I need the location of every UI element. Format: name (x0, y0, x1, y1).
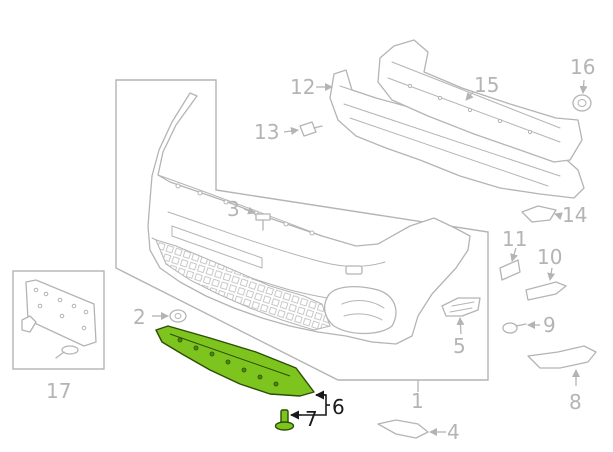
bumper-upper-crease (157, 174, 323, 237)
molding-part-4[interactable] (377, 419, 429, 439)
callout-3[interactable]: 3 (227, 197, 240, 221)
callout-7[interactable]: 7 (305, 407, 318, 431)
callout-8[interactable]: 8 (569, 390, 582, 414)
deflector-panel (155, 325, 315, 397)
tow-eye-cover (345, 265, 363, 275)
seal-part-11[interactable] (499, 259, 521, 281)
callout-5[interactable]: 5 (453, 334, 466, 358)
license-bracket-frame (12, 270, 105, 370)
energy-absorber[interactable] (329, 69, 585, 199)
screw-part-9[interactable] (502, 322, 527, 334)
deflector-holes (177, 337, 279, 387)
fog-lamp-inner (341, 300, 385, 321)
license-plate-recess (171, 225, 263, 269)
license-bracket-group[interactable] (12, 270, 105, 370)
beam-holes (407, 83, 533, 135)
callout-17[interactable]: 17 (46, 379, 71, 403)
callout-12[interactable]: 12 (290, 75, 315, 99)
lower-grille (155, 239, 331, 331)
bracket-part-14[interactable] (521, 205, 557, 223)
fog-lamp-opening (323, 285, 397, 335)
callout-13[interactable]: 13 (254, 120, 279, 144)
callout-16[interactable]: 16 (570, 55, 595, 79)
callout-1[interactable]: 1 (411, 389, 424, 413)
callout-10[interactable]: 10 (537, 245, 562, 269)
deflector-part-6[interactable] (155, 325, 315, 397)
bumper-fog-recess-line (167, 211, 386, 267)
bolt-part-13[interactable] (299, 121, 323, 137)
trim-part-10[interactable] (525, 281, 567, 301)
bracket-clip (21, 315, 37, 333)
bumper-cover-assembly[interactable] (115, 79, 489, 381)
callout-6[interactable]: 6 (332, 395, 345, 419)
bumper-mounting-holes (175, 183, 315, 236)
callout-labels: 1 2 3 4 5 6 7 8 9 10 11 12 13 14 15 16 1… (46, 55, 595, 444)
plug-part[interactable] (572, 94, 592, 112)
push-pin-part-7[interactable] (274, 409, 295, 431)
clip-part-3[interactable] (255, 213, 271, 231)
callout-11[interactable]: 11 (502, 227, 527, 251)
bracket-screw-icon (55, 345, 79, 359)
callout-2[interactable]: 2 (133, 305, 146, 329)
fog-bezel-part-5[interactable] (441, 297, 481, 317)
assembly-frame (115, 79, 489, 381)
energy-absorber-ribs (339, 85, 561, 187)
lamp-trim-part-8[interactable] (527, 345, 597, 369)
leader-lines (152, 79, 588, 436)
fog-bezel-grid (449, 301, 475, 313)
callout-14[interactable]: 14 (562, 203, 587, 227)
callout-4[interactable]: 4 (447, 420, 460, 444)
deflector-rib (169, 333, 291, 377)
callout-9[interactable]: 9 (543, 313, 556, 337)
license-bracket-holes (33, 287, 89, 331)
push-clip-part-2[interactable] (169, 309, 187, 323)
active-leader-lines (290, 390, 330, 420)
callout-15[interactable]: 15 (474, 73, 499, 97)
